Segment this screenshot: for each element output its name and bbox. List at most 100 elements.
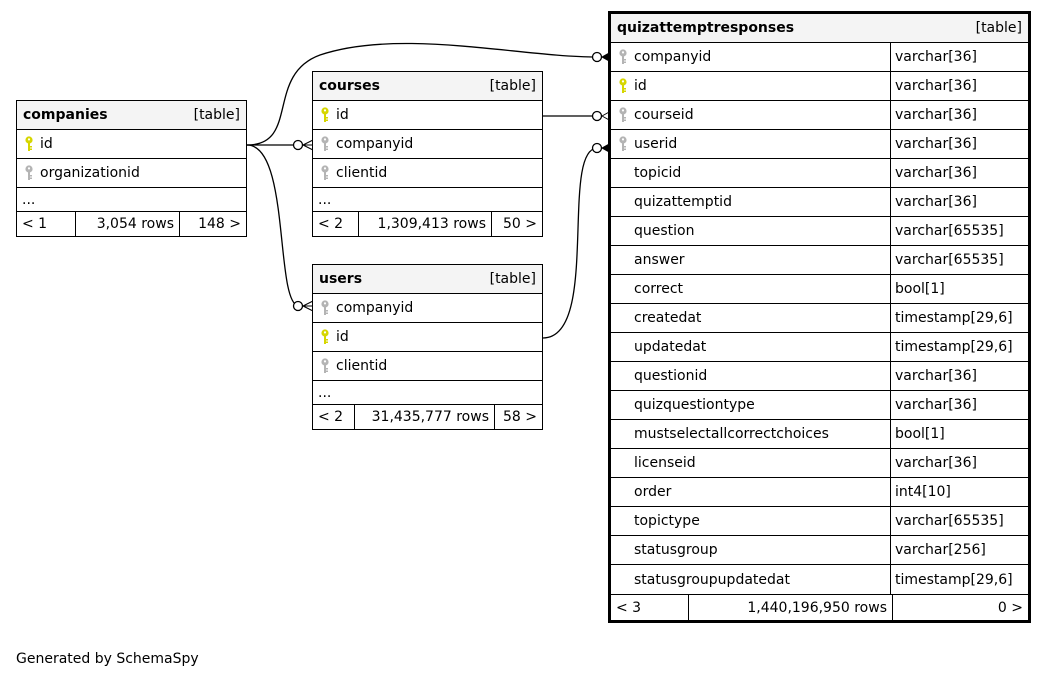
column-name: question: [634, 223, 695, 239]
column-name-cell: mustselectallcorrectchoices: [611, 420, 891, 448]
column-name: courseid: [634, 107, 694, 123]
children-count[interactable]: 148 >: [179, 212, 246, 236]
column-name-cell: question: [611, 217, 891, 245]
more-columns: ...: [313, 381, 542, 405]
crowfoot-icon: [302, 139, 314, 151]
parents-count[interactable]: < 3: [616, 599, 642, 616]
edge-end-circle: [591, 110, 603, 122]
column-row[interactable]: topictype varchar[65535]: [611, 507, 1028, 536]
column-name: correct: [634, 281, 684, 297]
table-header: quizattemptresponses [table]: [611, 14, 1028, 43]
column-name: companyid: [336, 136, 414, 152]
column-name-cell: userid: [611, 130, 891, 158]
children-count[interactable]: 50 >: [491, 212, 542, 236]
column-row[interactable]: id: [313, 323, 542, 352]
column-name: id: [336, 107, 349, 123]
column-type: bool[1]: [895, 426, 945, 442]
column-name-cell: updatedat: [611, 333, 891, 361]
column-name-cell: answer: [611, 246, 891, 274]
column-name: quizattemptid: [634, 194, 732, 210]
table-header: courses [table]: [313, 72, 542, 101]
column-type: varchar[36]: [895, 194, 977, 210]
column-name: clientid: [336, 358, 388, 374]
crowfoot-icon: [302, 300, 314, 312]
column-type: timestamp[29,6]: [895, 339, 1013, 355]
column-type: varchar[36]: [895, 455, 977, 471]
edge-end-circle: [292, 139, 304, 151]
primary-key-icon: [318, 328, 332, 346]
column-name: quizquestiontype: [634, 397, 755, 413]
column-name-cell: createdat: [611, 304, 891, 332]
edge-companies-quizattemptresponses: [246, 42, 598, 146]
column-row[interactable]: companyid: [313, 294, 542, 323]
table-users[interactable]: users [table] companyid id clientid ... …: [312, 264, 543, 430]
column-name-cell: id: [611, 72, 891, 100]
column-row[interactable]: id: [313, 101, 542, 130]
column-name-cell: quizquestiontype: [611, 391, 891, 419]
table-courses[interactable]: courses [table] id companyid clientid ..…: [312, 71, 543, 237]
primary-key-icon: [318, 106, 332, 124]
column-row[interactable]: quizquestiontype varchar[36]: [611, 391, 1028, 420]
column-type: int4[10]: [895, 484, 951, 500]
column-name: organizationid: [40, 165, 140, 181]
column-name-cell: courseid: [611, 101, 891, 129]
parents-count[interactable]: < 2: [318, 409, 344, 425]
column-name: answer: [634, 252, 685, 268]
column-type: varchar[256]: [895, 542, 986, 558]
column-type: varchar[65535]: [895, 252, 1004, 268]
column-row[interactable]: companyid: [313, 130, 542, 159]
column-name-cell: order: [611, 478, 891, 506]
table-name: quizattemptresponses: [617, 20, 795, 36]
column-row[interactable]: topicid varchar[36]: [611, 159, 1028, 188]
column-row[interactable]: statusgroup varchar[256]: [611, 536, 1028, 565]
column-type: varchar[36]: [895, 397, 977, 413]
column-row[interactable]: clientid: [313, 352, 542, 381]
edge-end-circle: [292, 300, 304, 312]
column-type: bool[1]: [895, 281, 945, 297]
column-type: varchar[65535]: [895, 513, 1004, 529]
column-name: statusgroup: [634, 542, 718, 558]
column-name: topictype: [634, 513, 700, 529]
column-type: varchar[36]: [895, 165, 977, 181]
parents-count[interactable]: < 1: [22, 216, 48, 232]
column-row[interactable]: id: [17, 130, 246, 159]
edge-companies-users: [246, 144, 299, 307]
column-row[interactable]: correct bool[1]: [611, 275, 1028, 304]
table-companies[interactable]: companies [table] id organizationid ... …: [16, 100, 247, 237]
column-name-cell: companyid: [611, 43, 891, 71]
children-count[interactable]: 58 >: [494, 405, 542, 429]
column-name-cell: quizattemptid: [611, 188, 891, 216]
generated-by-caption: Generated by SchemaSpy: [16, 651, 199, 667]
column-row[interactable]: quizattemptid varchar[36]: [611, 188, 1028, 217]
column-row[interactable]: clientid: [313, 159, 542, 188]
column-name: questionid: [634, 368, 708, 384]
column-name-cell: statusgroup: [611, 536, 891, 564]
foreign-key-icon: [616, 48, 630, 66]
column-row[interactable]: organizationid: [17, 159, 246, 188]
column-type: varchar[36]: [895, 78, 977, 94]
parents-count[interactable]: < 2: [318, 216, 344, 232]
children-count[interactable]: 0 >: [892, 595, 1028, 620]
table-kind: [table]: [489, 271, 536, 287]
table-name: courses: [319, 78, 380, 94]
column-name: topicid: [634, 165, 682, 181]
table-name: users: [319, 271, 363, 287]
column-name: createdat: [634, 310, 702, 326]
table-footer: < 2 1,309,413 rows 50 >: [313, 212, 542, 236]
foreign-key-icon: [318, 299, 332, 317]
column-row[interactable]: answer varchar[65535]: [611, 246, 1028, 275]
